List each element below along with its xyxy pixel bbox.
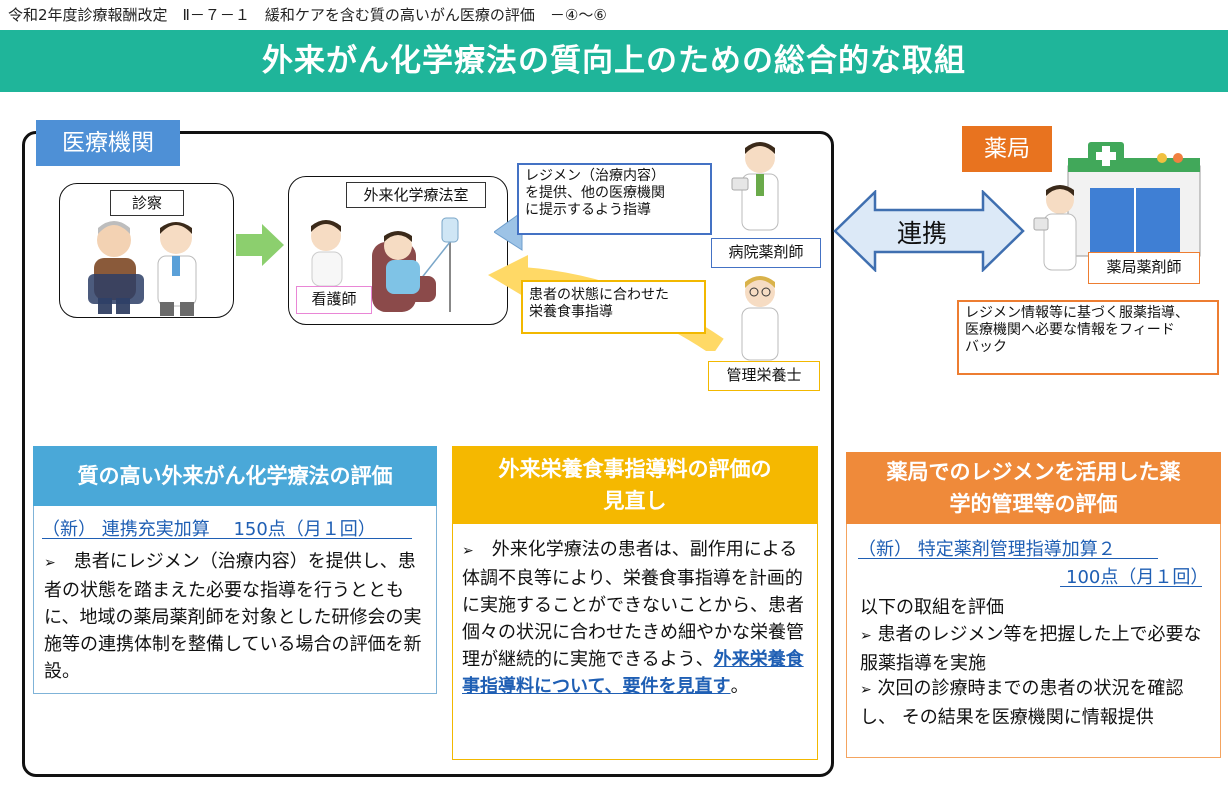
bullet-arrow-icon: ➢	[860, 682, 872, 698]
subtitle-underline	[858, 558, 1158, 559]
nutrition-requirement-link[interactable]: 外来栄養食事指導料について、要件を見直す	[462, 649, 804, 697]
title-banner	[0, 30, 1228, 92]
bullet-arrow-icon: ➢	[860, 628, 872, 644]
subtitle-underline	[42, 538, 412, 539]
nutrition-review-heading-line2: 見直し	[603, 489, 667, 513]
nutrition-callout: 患者の状態に合わせた 栄養食事指導	[521, 280, 706, 334]
pharmacy-pharmacist-label: 薬局薬剤師	[1088, 252, 1200, 284]
nutrition-callout-line1: 患者の状態に合わせた	[529, 287, 669, 303]
pharmacy-management-heading-line2: 学的管理等の評価	[949, 492, 1118, 516]
page-caption: 令和2年度診療報酬改定 Ⅱ－７－１ 緩和ケアを含む質の高いがん医療の評価 －④～…	[8, 6, 607, 24]
bullet-arrow-icon: ➢	[462, 543, 474, 559]
pharmacy-management-item-2: ➢ 次回の診療時までの患者の状況を確認し、 その結果を医療機関に情報提供	[860, 675, 1215, 731]
pharmacy-management-heading: 薬局でのレジメンを活用した薬 学的管理等の評価	[846, 452, 1221, 524]
pharmacy-tag: 薬局	[962, 126, 1052, 172]
feedback-callout-line3: バック	[965, 339, 1007, 355]
cooperation-double-arrow-icon	[833, 190, 1025, 272]
feedback-callout: レジメン情報等に基づく服薬指導、 医療機関へ必要な情報をフィード バック	[957, 300, 1219, 375]
page-title: 外来がん化学療法の質向上のための総合的な取組	[262, 43, 966, 79]
hospital-pharmacist-label: 病院薬剤師	[711, 238, 821, 268]
pharmacy-management-item-1: ➢ 患者のレジメン等を把握した上で必要な服薬指導を実施	[860, 621, 1215, 677]
nutrition-callout-line2: 栄養食事指導	[529, 304, 613, 320]
pharmacy-management-item-1-text: 患者のレジメン等を把握した上で必要な服薬指導を実施	[860, 624, 1202, 674]
doctor-patient-illustration-icon	[88, 221, 197, 316]
pharmacy-management-points: 100点（月１回）	[1066, 567, 1209, 588]
regimen-callout-line2: を提供、他の医療機関	[525, 185, 665, 201]
hospital-pharmacist-illustration-icon	[731, 142, 779, 231]
nutrition-review-body: ➢ 外来化学療法の患者は、副作用による体調不良等により、栄養食事指導を計画的に実…	[462, 536, 814, 700]
nutrition-review-heading: 外来栄養食事指導料の評価の 見直し	[452, 446, 818, 524]
bullet-arrow-icon: ➢	[44, 555, 56, 571]
pharmacy-management-subtitle: （新） 特定薬剤管理指導加算２	[858, 539, 1116, 560]
dietitian-illustration-icon	[741, 276, 779, 361]
points-underline	[1060, 586, 1202, 587]
nurse-label: 看護師	[296, 286, 372, 314]
pharmacy-management-item-2-text: 次回の診療時までの患者の状況を確認し、 その結果を医療機関に情報提供	[860, 678, 1184, 728]
pharmacy-building-illustration-icon	[1033, 142, 1201, 271]
chemo-room-box	[288, 176, 508, 325]
hospital-tag: 医療機関	[36, 120, 180, 166]
consultation-label: 診察	[110, 190, 184, 216]
regimen-callout-line1: レジメン（治療内容）	[525, 168, 665, 184]
chemo-evaluation-subtitle: （新） 連携充実加算 150点（月１回）	[42, 519, 376, 540]
nutrition-review-heading-line1: 外来栄養食事指導料の評価の	[498, 457, 772, 481]
consultation-box	[59, 183, 234, 318]
dietitian-label: 管理栄養士	[708, 361, 820, 391]
chemo-evaluation-body: ➢ 患者にレジメン（治療内容）を提供し、患者の状態を踏まえた必要な指導を行うとと…	[44, 548, 429, 685]
cooperation-label: 連携	[896, 219, 947, 248]
pharmacy-management-intro: 以下の取組を評価	[860, 597, 1004, 618]
hospital-frame	[22, 131, 834, 777]
regimen-callout: レジメン（治療内容） を提供、他の医療機関 に提示するよう指導	[517, 163, 712, 235]
feedback-callout-line2: 医療機関へ必要な情報をフィード	[965, 322, 1175, 338]
chemo-evaluation-text: 患者にレジメン（治療内容）を提供し、患者の状態を踏まえた必要な指導を行うとともに…	[44, 551, 422, 682]
chemo-room-label: 外来化学療法室	[346, 182, 486, 208]
pharmacy-management-heading-line1: 薬局でのレジメンを活用した薬	[886, 460, 1181, 484]
regimen-callout-line3: に提示するよう指導	[525, 202, 651, 218]
feedback-callout-line1: レジメン情報等に基づく服薬指導、	[965, 305, 1189, 321]
nurse-patient-iv-illustration-icon	[311, 217, 459, 312]
chemo-evaluation-heading: 質の高い外来がん化学療法の評価	[33, 446, 437, 506]
nutrition-review-end: 。	[730, 676, 749, 697]
nutrition-review-text: 外来化学療法の患者は、副作用による体調不良等により、栄養食事指導を計画的に実施す…	[462, 539, 804, 670]
flow-arrow-icon	[236, 224, 284, 266]
